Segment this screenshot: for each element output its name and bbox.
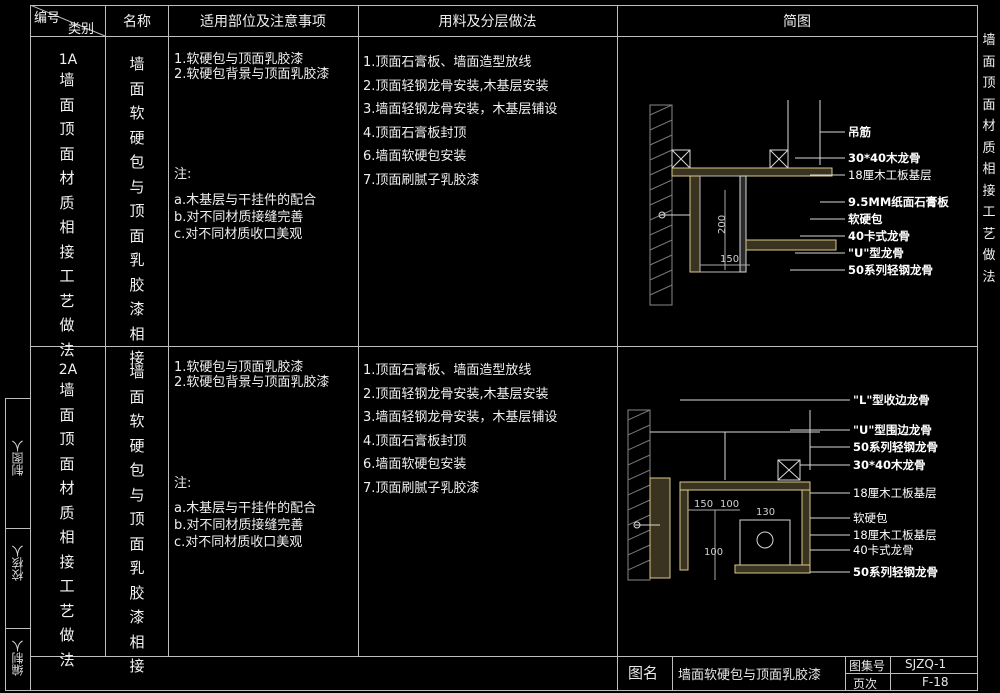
list-item: 2.软硬包背景与顶面乳胶漆: [174, 67, 330, 82]
side-label-drafter: 制图人: [11, 440, 25, 476]
list-item: 6.墙面软硬包安装: [363, 457, 467, 472]
diagram-label: 18厘木工板基层: [848, 168, 932, 182]
diagram-label: 50系列轻钢龙骨: [848, 263, 933, 277]
header-code: 编号: [34, 11, 61, 26]
footer-page-label: 页次: [853, 677, 878, 691]
diagram-label: 30*40木龙骨: [848, 151, 921, 165]
row1-notes: a.木基层与干挂件的配合 b.对不同材质接缝完善 c.对不同材质收口美观: [174, 192, 316, 243]
row1-name: 墙 面 软 硬 包 与 顶 面 乳 胶 漆 相 接: [129, 55, 145, 367]
list-item: 6.墙面软硬包安装: [363, 149, 467, 164]
list-item: 3.墙面轻钢龙骨安装，木基层铺设: [363, 410, 558, 425]
diagram-label: 9.5MM纸面石膏板: [848, 195, 949, 209]
row2-scope-list: 1.软硬包与顶面乳胶漆 2.软硬包背景与顶面乳胶漆: [174, 360, 329, 390]
row1-steps: 1.顶面石膏板、墙面造型放线 2.顶面轻钢龙骨安装,木基层安装 3.墙面轻钢龙骨…: [363, 51, 557, 192]
diagram-label: "U"型龙骨: [848, 246, 904, 260]
list-item: a.木基层与干挂件的配合: [174, 501, 317, 516]
footer-title-label: 图名: [628, 664, 659, 682]
diagram-label: 18厘木工板基层: [853, 528, 937, 542]
header-diagram: 简图: [783, 14, 811, 30]
diagram-label: 软硬包: [848, 212, 883, 226]
row1-category: 墙 面 顶 面 材 质 相 接 工 艺 做 法: [59, 71, 75, 359]
footer-drawing-no-label: 图集号: [849, 659, 886, 673]
diagram-label: "U"型围边龙骨: [853, 423, 932, 437]
right-vertical-title: 墙 面 顶 面 材 质 相 接 工 艺 做 法: [982, 33, 996, 285]
dimension-label: 150: [720, 254, 739, 265]
row1-note-label: 注:: [174, 167, 192, 182]
list-item: b.对不同材质接缝完善: [174, 518, 304, 533]
footer-page-value: F-18: [922, 675, 949, 689]
list-item: 3.墙面轻钢龙骨安装，木基层铺设: [363, 102, 558, 117]
row2-name: 墙 面 软 硬 包 与 顶 面 乳 胶 漆 相 接: [129, 363, 145, 675]
row2-category: 墙 面 顶 面 材 质 相 接 工 艺 做 法: [59, 381, 75, 669]
header-diagonal: [30, 5, 106, 37]
list-item: 4.顶面石膏板封顶: [363, 433, 467, 449]
list-item: 1.软硬包与顶面乳胶漆: [174, 360, 304, 375]
row2-note-label: 注:: [174, 476, 192, 491]
diagram-label: 50系列轻钢龙骨: [853, 440, 938, 454]
diagram-label: 40卡式龙骨: [853, 543, 914, 557]
diagram-label: 30*40木龙骨: [853, 458, 926, 472]
footer-title-value: 墙面软硬包与顶面乳胶漆: [678, 668, 822, 683]
list-item: 4.顶面石膏板封顶: [363, 125, 467, 141]
diagram-label: "L"型收边龙骨: [853, 393, 930, 407]
list-item: 2.顶面轻钢龙骨安装,木基层安装: [363, 78, 549, 94]
side-label-checker: 校核人: [11, 545, 25, 581]
row1-scope-list: 1.软硬包与顶面乳胶漆 2.软硬包背景与顶面乳胶漆: [174, 52, 329, 82]
list-item: 1.顶面石膏板、墙面造型放线: [363, 363, 532, 378]
row2-code: 2A: [58, 362, 78, 378]
list-item: a.木基层与干挂件的配合: [174, 193, 317, 208]
row1-section-diagram: 吊筋 30*40木龙骨 18厘木工板基层 9.5MM纸面石膏板 软硬包 40卡式…: [649, 100, 949, 306]
list-item: 1.顶面石膏板、墙面造型放线: [363, 55, 532, 70]
diagram-label: 吊筋: [848, 125, 871, 139]
row2-steps: 1.顶面石膏板、墙面造型放线 2.顶面轻钢龙骨安装,木基层安装 3.墙面轻钢龙骨…: [363, 359, 557, 500]
row2-section-diagram: "L"型收边龙骨 "U"型围边龙骨 50系列轻钢龙骨 30*40木龙骨 18厘木…: [627, 393, 938, 581]
header-method: 用料及分层做法: [438, 14, 537, 30]
dimension-label: 100: [720, 499, 739, 510]
diagram-label: 软硬包: [853, 511, 888, 525]
list-item: 7.顶面刷腻子乳胶漆: [363, 172, 480, 188]
list-item: b.对不同材质接缝完善: [174, 210, 304, 225]
list-item: 2.软硬包背景与顶面乳胶漆: [174, 375, 330, 390]
header-name: 名称: [123, 14, 151, 30]
footer-drawing-no-value: SJZQ-1: [905, 657, 947, 671]
side-label-editor: 编制人: [11, 640, 25, 676]
dimension-label: 150: [694, 499, 713, 510]
list-item: c.对不同材质收口美观: [174, 535, 303, 550]
dimension-label: 130: [756, 507, 775, 518]
header-category: 类别: [68, 22, 95, 37]
list-item: c.对不同材质收口美观: [174, 227, 303, 242]
diagram-label: 18厘木工板基层: [853, 486, 937, 500]
diagram-label: 50系列轻钢龙骨: [853, 565, 938, 579]
dimension-label: 200: [717, 215, 728, 234]
list-item: 1.软硬包与顶面乳胶漆: [174, 52, 304, 67]
list-item: 2.顶面轻钢龙骨安装,木基层安装: [363, 386, 549, 402]
diagram-label: 40卡式龙骨: [848, 229, 910, 243]
header-scope: 适用部位及注意事项: [200, 14, 326, 30]
dimension-label: 100: [704, 547, 723, 558]
row1-code: 1A: [58, 52, 78, 68]
list-item: 7.顶面刷腻子乳胶漆: [363, 480, 480, 496]
row2-notes: a.木基层与干挂件的配合 b.对不同材质接缝完善 c.对不同材质收口美观: [174, 500, 316, 551]
